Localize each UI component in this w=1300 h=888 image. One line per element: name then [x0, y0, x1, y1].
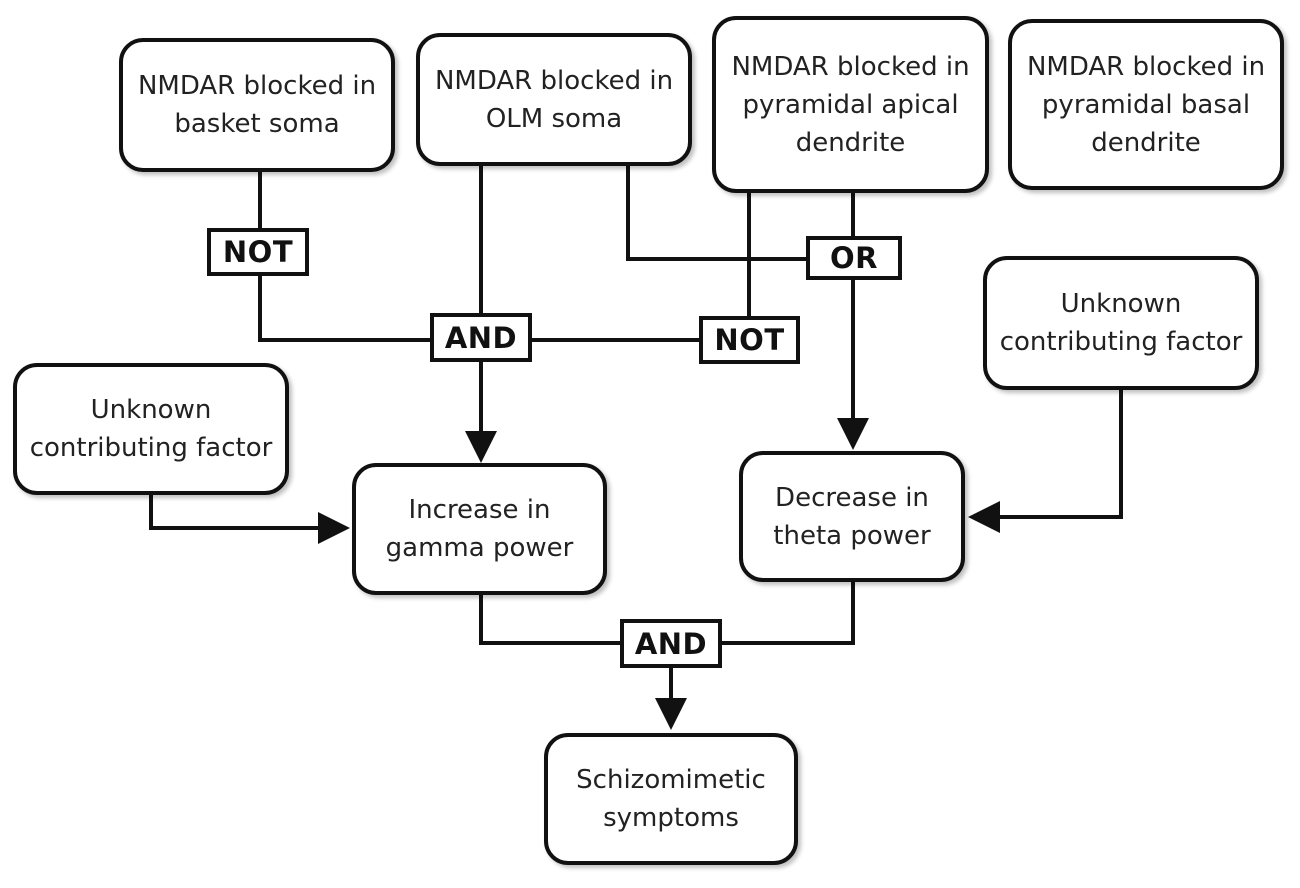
node-nmdar-pyramidal-apical: NMDAR blocked in pyramidal apical dendri… — [712, 16, 989, 193]
node-label: NMDAR blocked in pyramidal basal dendrit… — [1026, 51, 1266, 158]
node-label: Decrease in theta power — [773, 482, 931, 551]
node-label: Unknown contributing factor — [29, 395, 273, 463]
node-unknown-factor-right: Unknown contributing factor — [983, 256, 1259, 390]
gate-not-basket: NOT — [207, 228, 309, 276]
arrow-unknown-to-gamma — [149, 495, 350, 544]
gate-not-apical: NOT — [699, 316, 800, 364]
gate-or-theta: OR — [806, 236, 902, 280]
node-increase-gamma-power: Increase in gamma power — [352, 463, 607, 595]
node-label: NMDAR blocked in OLM soma — [434, 65, 674, 134]
node-nmdar-pyramidal-basal: NMDAR blocked in pyramidal basal dendrit… — [1008, 19, 1284, 190]
arrow-unknown-to-theta — [968, 390, 1123, 533]
node-label: Schizomimetic symptoms — [576, 765, 766, 833]
node-schizomimetic-symptoms: Schizomimetic symptoms — [544, 733, 798, 865]
node-unknown-factor-left: Unknown contributing factor — [13, 363, 289, 495]
node-nmdar-basket-soma: NMDAR blocked in basket soma — [119, 38, 395, 172]
node-label: NMDAR blocked in basket soma — [137, 71, 377, 139]
node-label: NMDAR blocked in pyramidal apical dendri… — [731, 51, 970, 158]
gate-and-symptoms: AND — [620, 619, 722, 668]
connector-not-to-and — [258, 276, 432, 342]
node-decrease-theta-power: Decrease in theta power — [739, 451, 965, 582]
connector-theta-to-and — [722, 582, 855, 645]
gate-and-gamma: AND — [430, 313, 532, 362]
node-label: Increase in gamma power — [385, 495, 574, 563]
node-nmdar-olm-soma: NMDAR blocked in OLM soma — [416, 33, 692, 166]
node-label: Unknown contributing factor — [999, 289, 1243, 357]
connector-gamma-to-and — [479, 595, 622, 645]
